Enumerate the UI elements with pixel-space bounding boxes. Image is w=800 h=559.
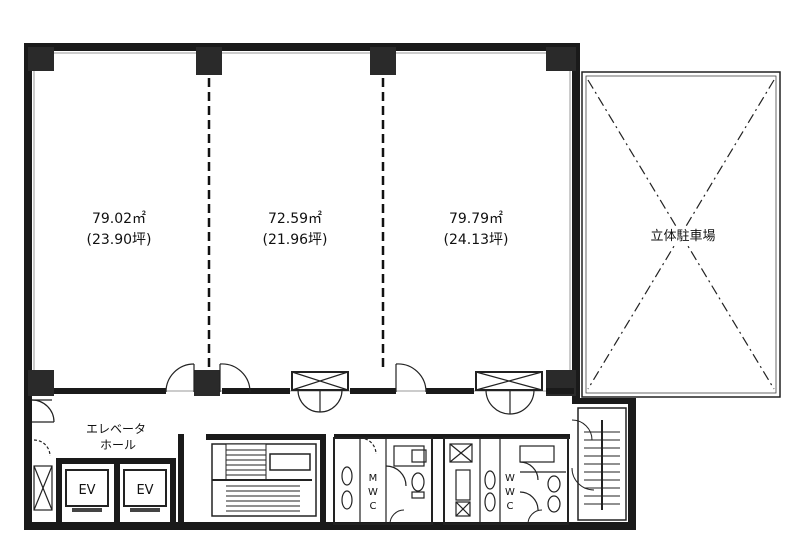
wwc-letter-w2: W bbox=[505, 487, 515, 498]
unit-3-tsubo: (24.13坪) bbox=[443, 232, 508, 248]
unit-dividers bbox=[207, 78, 385, 368]
mens-wc: M W C bbox=[333, 437, 433, 525]
unit-1-tsubo: (23.90坪) bbox=[86, 232, 151, 248]
unit-3-label: 79.79㎡ (24.13坪) bbox=[443, 211, 508, 248]
left-shaft bbox=[33, 439, 53, 511]
elevator-2-label: EV bbox=[136, 483, 153, 498]
parking-label: 立体駐車場 bbox=[650, 229, 715, 244]
core-walls bbox=[178, 434, 570, 526]
wwc-letter-c: C bbox=[507, 501, 514, 512]
emergency-stairs bbox=[571, 407, 627, 521]
womens-wc: W W C bbox=[443, 437, 569, 525]
elevator-block: EV EV bbox=[56, 458, 176, 522]
bottom-doors bbox=[389, 509, 543, 525]
mwc-letter-w: W bbox=[368, 487, 378, 498]
wwc-letter-w1: W bbox=[505, 473, 515, 484]
unit-2-tsubo: (21.96坪) bbox=[262, 232, 327, 248]
entrance-door bbox=[31, 399, 55, 423]
corridor-wall bbox=[54, 388, 574, 394]
outer-walls bbox=[24, 43, 636, 530]
unit-2-label: 72.59㎡ (21.96坪) bbox=[262, 211, 327, 248]
elevator-hall-line1: エレベータ bbox=[86, 422, 146, 436]
unit-3-area: 79.79㎡ bbox=[449, 211, 503, 227]
unit-2-area: 72.59㎡ bbox=[268, 211, 322, 227]
unit-doors bbox=[165, 363, 427, 393]
unit-1-area: 79.02㎡ bbox=[92, 211, 146, 227]
elevator-hall-label: エレベータ ホール bbox=[86, 422, 146, 452]
pipe-shaft-1 bbox=[291, 371, 349, 413]
stairs bbox=[211, 443, 317, 517]
elevator-hall-line2: ホール bbox=[100, 438, 136, 452]
mwc-letter-m: M bbox=[369, 473, 378, 484]
unit-1-label: 79.02㎡ (23.90坪) bbox=[86, 211, 151, 248]
pipe-shaft-2 bbox=[475, 371, 543, 415]
elevator-1-label: EV bbox=[78, 483, 95, 498]
mwc-letter-c: C bbox=[370, 501, 377, 512]
parking-area: 立体駐車場 bbox=[581, 71, 781, 398]
